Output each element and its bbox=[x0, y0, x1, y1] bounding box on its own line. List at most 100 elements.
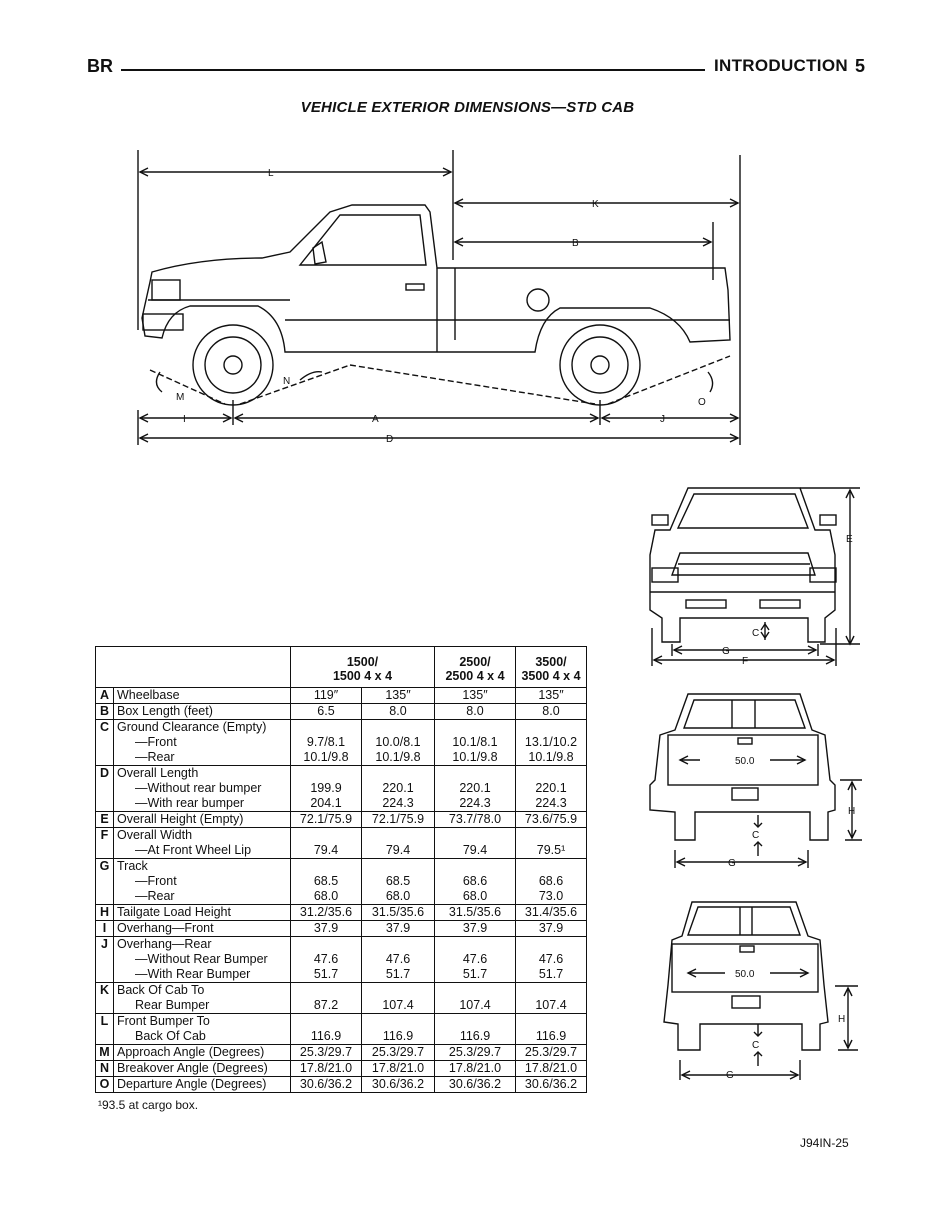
value-cell: 73.6/75.9 bbox=[515, 811, 587, 828]
value-line: 79.4 bbox=[385, 843, 411, 857]
dim-label-L: L bbox=[268, 168, 274, 179]
value-line: 10.1/9.8 bbox=[452, 750, 498, 764]
value-line: 73.0 bbox=[538, 889, 564, 903]
table-header-row: 1500/ 1500 4 x 4 2500/ 2500 4 x 4 3500/ … bbox=[95, 646, 587, 688]
row-label: Ground Clearance (Empty)—Front—Rear bbox=[113, 719, 291, 766]
value-line: 135″ bbox=[385, 688, 411, 702]
value-line: 8.0 bbox=[466, 704, 484, 718]
value-cell: 72.1/75.9 bbox=[361, 811, 435, 828]
row-label: Overhang—Rear—Without Rear Bumper—With R… bbox=[113, 936, 291, 983]
front-label-C: C bbox=[752, 628, 759, 639]
value-line: 116.9 bbox=[459, 1029, 491, 1043]
row-key: M bbox=[95, 1044, 114, 1061]
value-cell: 116.9 bbox=[434, 1013, 516, 1045]
value-line: 73.6/75.9 bbox=[524, 812, 578, 826]
row-label-line: Overall Height (Empty) bbox=[117, 812, 244, 826]
value-line: 8.0 bbox=[542, 704, 560, 718]
value-cell: 119″ bbox=[290, 687, 362, 704]
value-line: 204.1 bbox=[310, 796, 342, 810]
value-line: 30.6/36.2 bbox=[371, 1077, 425, 1091]
value-line: 199.9 bbox=[310, 781, 342, 795]
row-label-line: Front Bumper To bbox=[117, 1014, 210, 1028]
front-label-E: E bbox=[846, 534, 853, 545]
row-label: Approach Angle (Degrees) bbox=[113, 1044, 291, 1061]
value-cell: 25.3/29.7 bbox=[434, 1044, 516, 1061]
col-header-3500: 3500/ 3500 4 x 4 bbox=[515, 646, 587, 688]
value-cell: 8.0 bbox=[515, 703, 587, 720]
value-line: 17.8/21.0 bbox=[448, 1061, 502, 1075]
value-cell: 8.0 bbox=[361, 703, 435, 720]
row-label-line: —With Rear Bumper bbox=[135, 967, 251, 981]
rear1-label-G: G bbox=[728, 858, 736, 869]
value-line: 13.1/10.2 bbox=[524, 735, 578, 749]
value-line: 31.5/35.6 bbox=[371, 905, 425, 919]
row-label-line: —Front bbox=[135, 735, 177, 749]
value-cell: 107.4 bbox=[515, 982, 587, 1014]
value-line: 17.8/21.0 bbox=[371, 1061, 425, 1075]
value-line: 10.1/9.8 bbox=[528, 750, 574, 764]
value-line: 87.2 bbox=[313, 998, 339, 1012]
rear1-label-H: H bbox=[848, 806, 855, 817]
value-line: 79.4 bbox=[313, 843, 339, 857]
value-line: 31.5/35.6 bbox=[448, 905, 502, 919]
col-header-2500: 2500/ 2500 4 x 4 bbox=[434, 646, 516, 688]
row-key: G bbox=[95, 858, 114, 905]
value-line: 116.9 bbox=[382, 1029, 414, 1043]
value-cell: 116.9 bbox=[290, 1013, 362, 1045]
row-label-line: Track bbox=[117, 859, 148, 873]
rear2-label-C: C bbox=[752, 1040, 759, 1051]
rear1-label-dim: 50.0 bbox=[735, 756, 755, 767]
value-line: 72.1/75.9 bbox=[299, 812, 353, 826]
row-label: Overall Height (Empty) bbox=[113, 811, 291, 828]
value-line: 68.0 bbox=[313, 889, 339, 903]
value-line: 135″ bbox=[538, 688, 564, 702]
dim-label-I: I bbox=[183, 414, 186, 425]
value-line: 47.6 bbox=[462, 952, 488, 966]
value-line: 68.6 bbox=[538, 874, 564, 888]
row-label-line: —At Front Wheel Lip bbox=[135, 843, 252, 857]
value-line: 79.4 bbox=[462, 843, 488, 857]
value-line: 224.3 bbox=[535, 796, 567, 810]
value-cell: 37.9 bbox=[434, 920, 516, 937]
row-label-line: Rear Bumper bbox=[135, 998, 210, 1012]
value-line: 107.4 bbox=[535, 998, 567, 1012]
value-cell: 30.6/36.2 bbox=[515, 1076, 587, 1093]
row-label-line: Departure Angle (Degrees) bbox=[117, 1077, 267, 1091]
dim-label-B: B bbox=[572, 238, 579, 249]
row-key: E bbox=[95, 811, 114, 828]
row-label-line: Box Length (feet) bbox=[117, 704, 213, 718]
value-line: 51.7 bbox=[385, 967, 411, 981]
value-line: 51.7 bbox=[538, 967, 564, 981]
row-key: D bbox=[95, 765, 114, 812]
page-number: 5 bbox=[855, 56, 866, 76]
figure-code: J94IN-25 bbox=[800, 1136, 849, 1150]
value-line: 72.1/75.9 bbox=[371, 812, 425, 826]
row-label-line: —Without rear bumper bbox=[135, 781, 262, 795]
row-label-line: —Front bbox=[135, 874, 177, 888]
value-line: 47.6 bbox=[313, 952, 339, 966]
front-label-G: G bbox=[722, 646, 730, 657]
value-cell: 30.6/36.2 bbox=[290, 1076, 362, 1093]
dimensions-table: 1500/ 1500 4 x 4 2500/ 2500 4 x 4 3500/ … bbox=[95, 646, 587, 1093]
row-key: C bbox=[95, 719, 114, 766]
value-line: 116.9 bbox=[535, 1029, 567, 1043]
value-cell: 17.8/21.0 bbox=[361, 1060, 435, 1077]
row-label-line: Approach Angle (Degrees) bbox=[117, 1045, 265, 1059]
row-key: J bbox=[95, 936, 114, 983]
row-label-line: Back Of Cab bbox=[135, 1029, 206, 1043]
value-line: 220.1 bbox=[459, 781, 491, 795]
